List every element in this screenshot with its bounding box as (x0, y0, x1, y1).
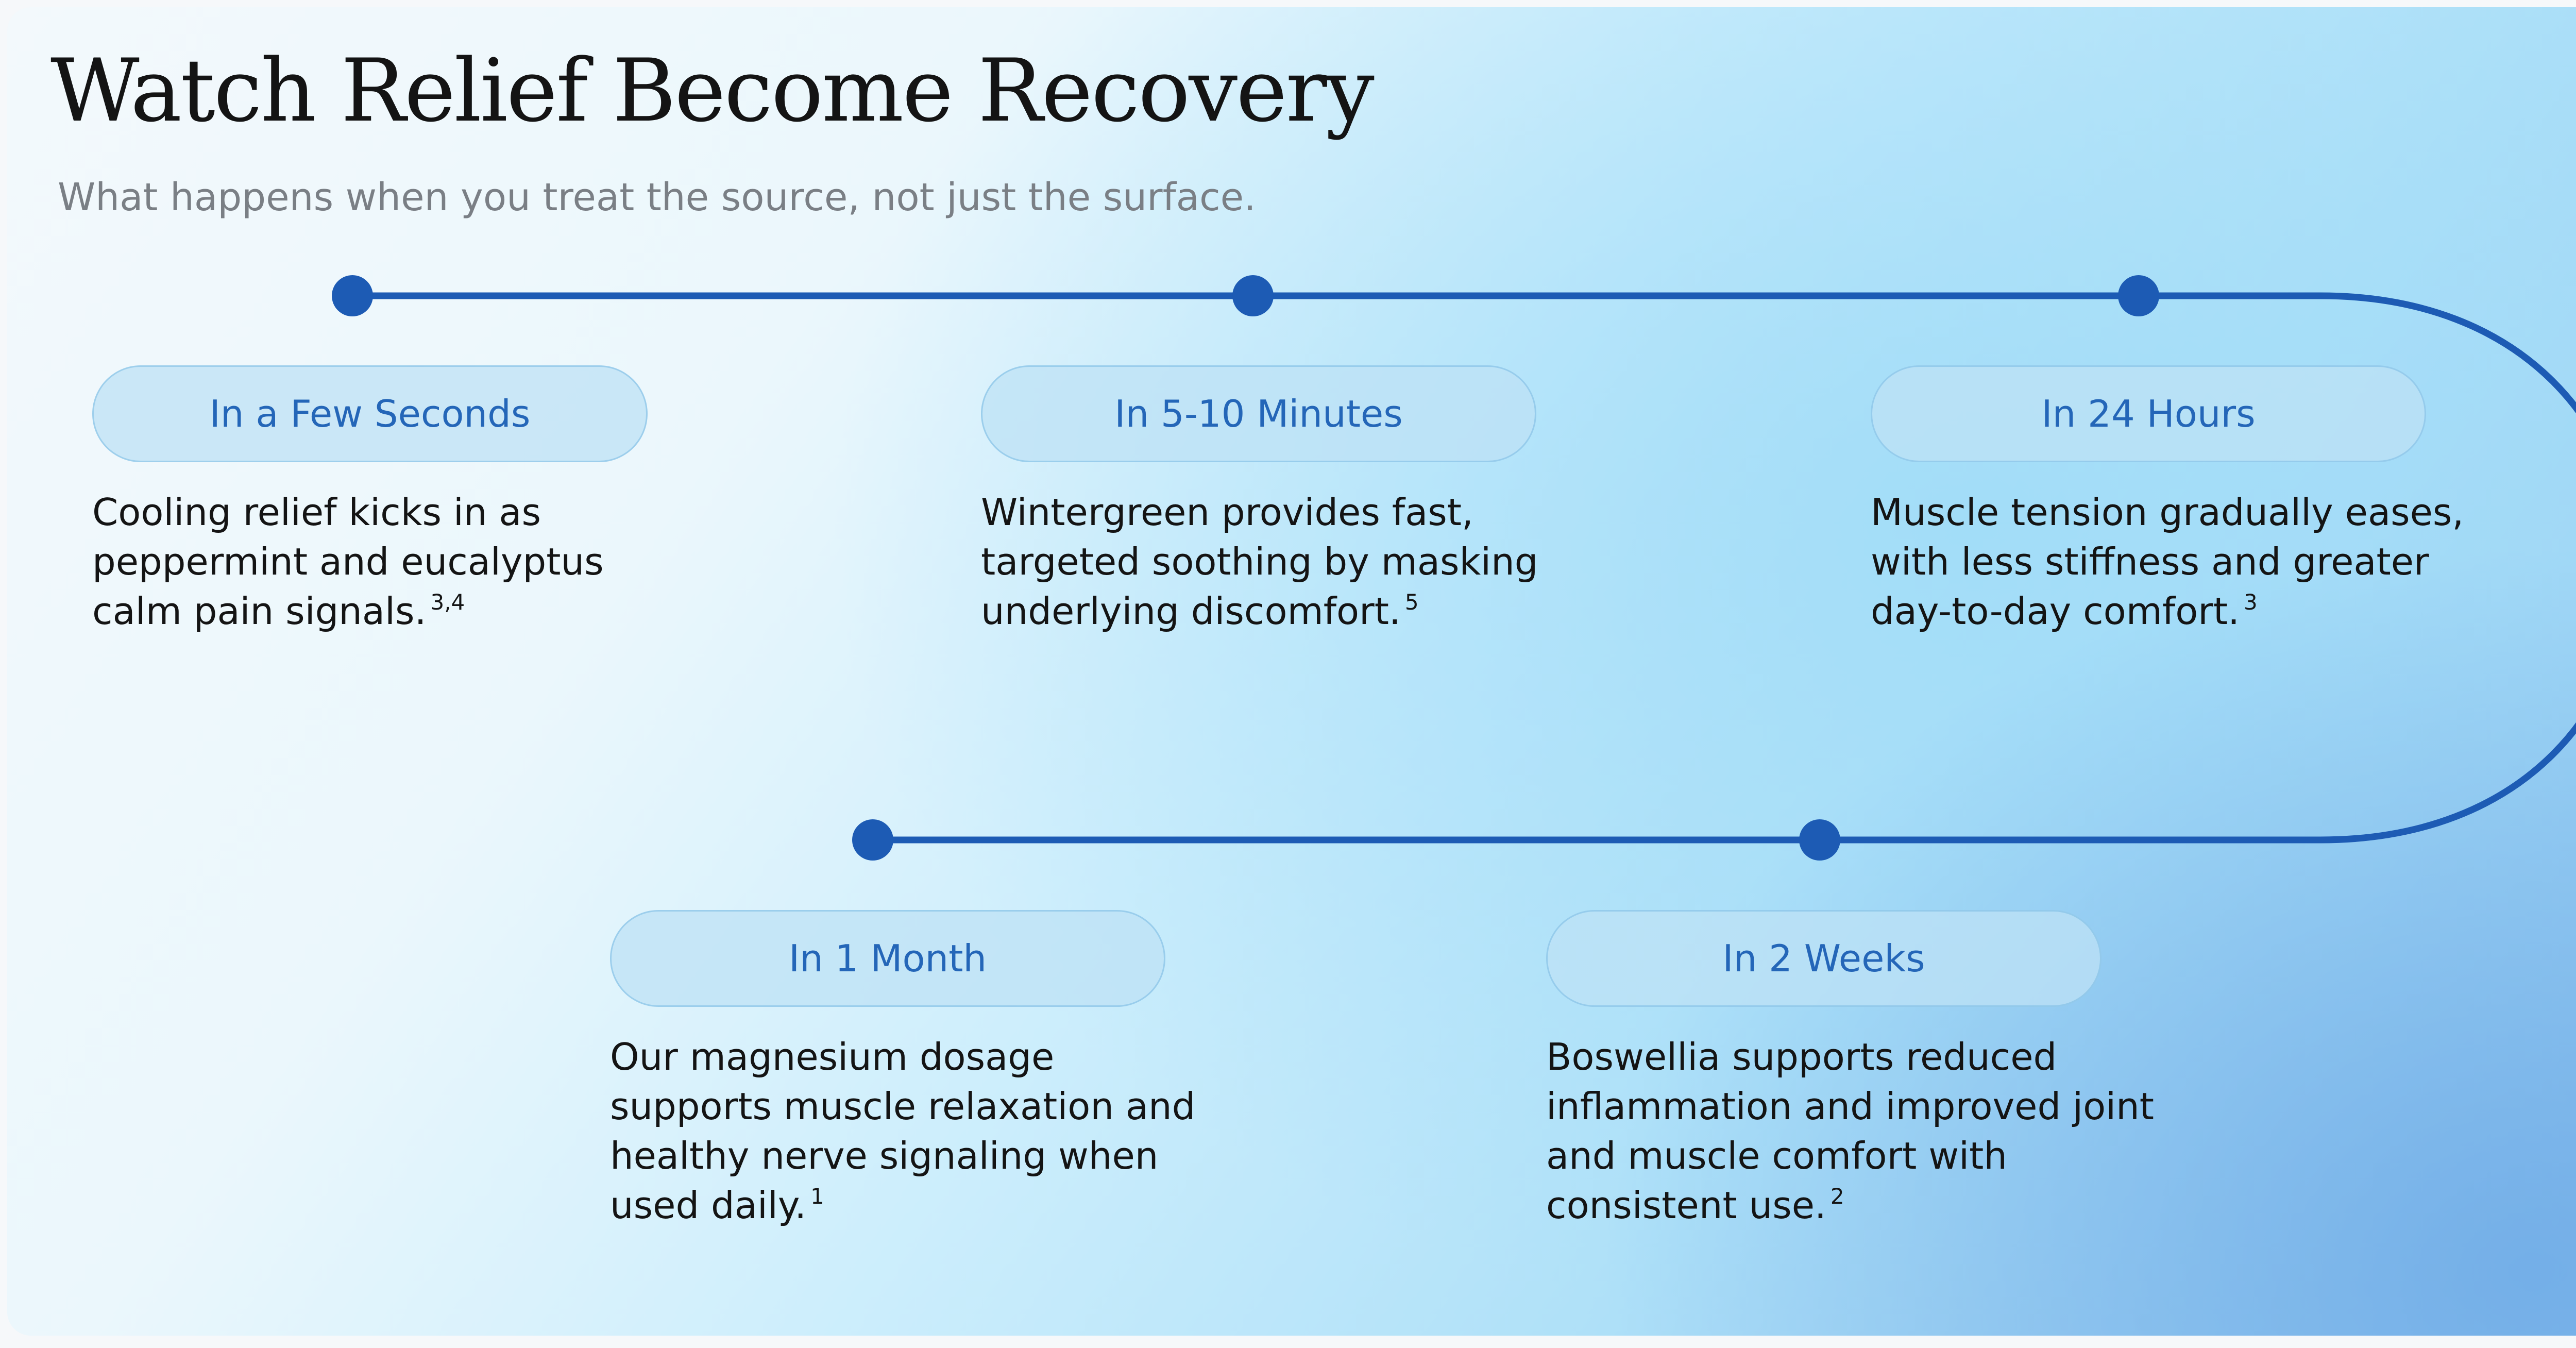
milestone-text: Wintergreen provides fast, targeted soot… (981, 491, 1538, 633)
milestone-description-seconds: Cooling relief kicks in as peppermint an… (92, 487, 700, 636)
milestone-description-24-hours: Muscle tension gradually eases, with les… (1871, 487, 2479, 636)
timeline-dot-seconds (332, 275, 373, 316)
milestone-pill-24-hours: In 24 Hours (1871, 365, 2426, 462)
milestone-pill-seconds: In a Few Seconds (92, 365, 648, 462)
milestone-pill-1-month: In 1 Month (610, 910, 1165, 1007)
milestone-text: Cooling relief kicks in as peppermint an… (92, 491, 604, 633)
timeline-dot-2-weeks (1799, 819, 1840, 861)
timeline-dot-24-hours (2118, 275, 2159, 316)
milestone-text: Muscle tension gradually eases, with les… (1871, 491, 2464, 633)
citation-marker: 3,4 (430, 589, 465, 615)
milestone-pill-minutes: In 5-10 Minutes (981, 365, 1536, 462)
milestone-description-1-month: Our magnesium dosage supports muscle rel… (610, 1032, 1218, 1230)
timeline-dot-minutes (1232, 275, 1274, 316)
milestone-description-2-weeks: Boswellia supports reduced inflammation … (1546, 1032, 2154, 1230)
page-title: Watch Relief Become Recovery (50, 40, 1375, 141)
milestone-description-minutes: Wintergreen provides fast, targeted soot… (981, 487, 1589, 636)
milestone-text: Boswellia supports reduced inflammation … (1546, 1035, 2154, 1227)
page-subtitle: What happens when you treat the source, … (58, 175, 1256, 220)
timeline-card: Watch Relief Become Recovery What happen… (7, 7, 2576, 1336)
milestone-text: Our magnesium dosage supports muscle rel… (610, 1035, 1196, 1227)
citation-marker: 1 (810, 1184, 824, 1209)
timeline-line (349, 292, 2576, 844)
citation-marker: 5 (1404, 589, 1419, 615)
citation-marker: 2 (1830, 1184, 1844, 1209)
timeline-path (332, 275, 2576, 861)
citation-marker: 3 (2243, 589, 2258, 615)
milestone-pill-2-weeks: In 2 Weeks (1546, 910, 2102, 1007)
timeline-dot-1-month (852, 819, 893, 861)
